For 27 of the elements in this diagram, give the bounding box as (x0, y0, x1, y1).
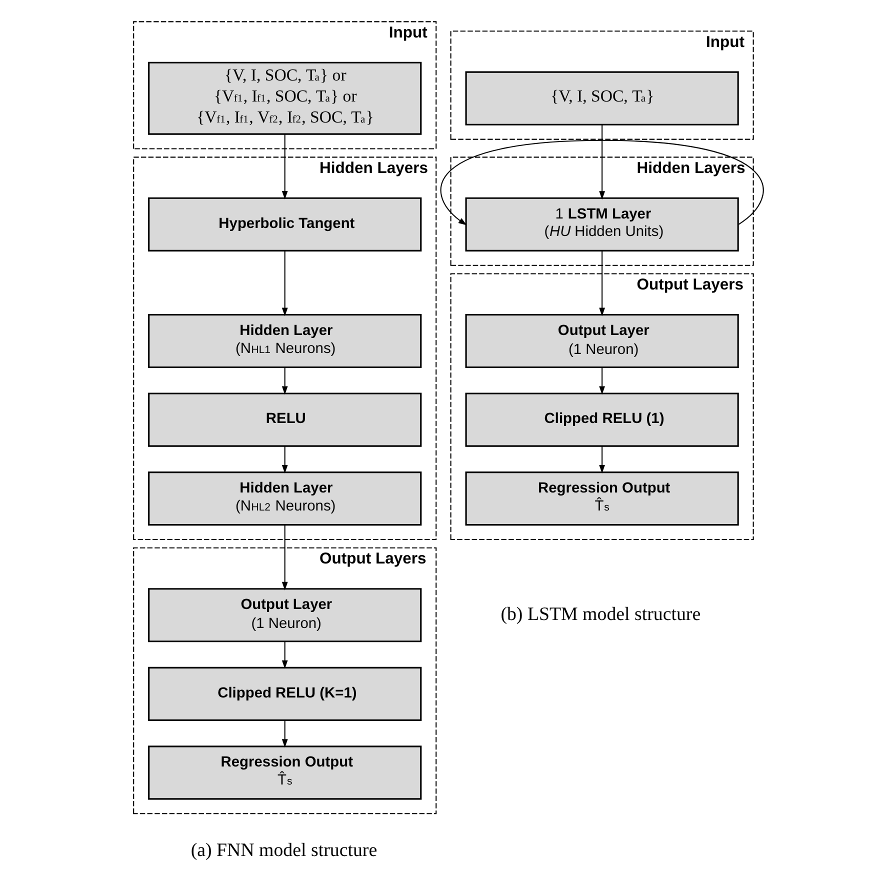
node-box: RELU (148, 392, 422, 446)
node-box: {V, I, SOC, Ta} or {Vf1, If1, SOC, Ta} or {Vf1, If1, Vf2, If2, SOC, Ta} (148, 61, 422, 134)
arrow (282, 250, 288, 316)
arrow (599, 446, 605, 473)
node-box: Output Layer (1 Neuron) (148, 588, 422, 642)
node-box: Hyperbolic Tangent (148, 196, 422, 251)
arrow (599, 250, 605, 316)
arrow (440, 139, 764, 225)
node-box: Regression Output T̂s (148, 745, 422, 800)
arrow (599, 367, 605, 394)
node-box: Hidden Layer (NHL1 Neurons) (148, 313, 422, 368)
node-box: Regression Output T̂s (465, 471, 739, 526)
node-box: Hidden Layer (NHL2 Neurons) (148, 471, 422, 526)
arrow (599, 124, 605, 200)
arrow (282, 134, 288, 199)
node-box: {V, I, SOC, Ta} (465, 70, 739, 125)
node-box: 1 LSTM Layer (HU Hidden Units) (465, 196, 739, 251)
arrow (282, 446, 288, 473)
node-box: Clipped RELU (1) (465, 392, 739, 446)
arrow (282, 524, 288, 590)
arrow (282, 720, 288, 748)
node-box: Output Layer (1 Neuron) (465, 313, 739, 368)
node-box: Clipped RELU (K=1) (148, 666, 422, 720)
label: (a) FNN model structure (190, 840, 378, 861)
label: (b) LSTM model structure (500, 603, 701, 624)
arrow (282, 367, 288, 394)
arrow (282, 641, 288, 668)
